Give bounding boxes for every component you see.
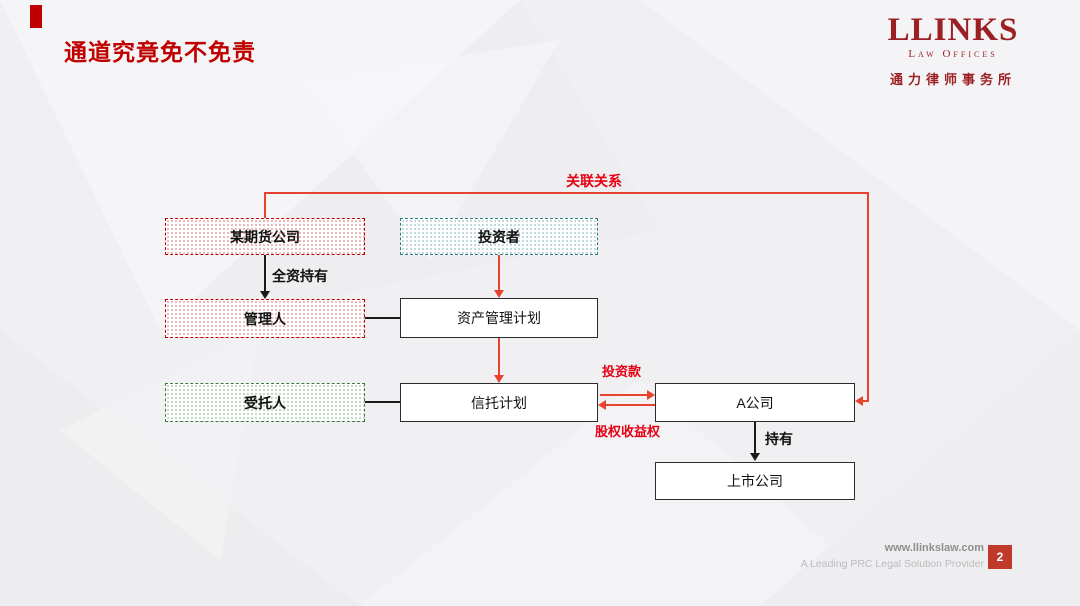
box-futures-company: 某期货公司 — [165, 218, 365, 255]
box-trust-plan-label: 信托计划 — [471, 394, 527, 411]
wholly-owned-line — [264, 255, 266, 292]
manager-plan-link-line — [365, 317, 400, 319]
box-trustee-label: 受托人 — [244, 394, 286, 411]
box-asset-management-plan-label: 资产管理计划 — [457, 310, 541, 326]
investment-funds-arrowhead — [647, 390, 655, 400]
holds-line — [754, 422, 756, 454]
label-holds: 持有 — [765, 431, 793, 447]
title-accent-bar — [30, 5, 42, 28]
affiliation-line-up — [264, 192, 266, 218]
label-wholly-owned: 全资持有 — [272, 268, 328, 284]
box-manager: 管理人 — [165, 299, 365, 338]
box-company-a-label: A公司 — [736, 394, 774, 411]
investment-funds-line — [600, 394, 647, 396]
label-investment-funds: 投资款 — [602, 364, 642, 379]
box-trust-plan: 信托计划 — [400, 383, 598, 422]
page-title: 通道究竟免不免责 — [64, 39, 256, 65]
plan-to-trust-line — [498, 338, 500, 376]
holds-arrowhead — [750, 453, 760, 461]
box-listed-company-label: 上市公司 — [727, 473, 783, 489]
logo-subtitle: Law Offices — [908, 48, 998, 60]
logo-wordmark: LLINKS — [887, 12, 1019, 48]
box-asset-management-plan: 资产管理计划 — [400, 298, 598, 338]
box-manager-label: 管理人 — [244, 310, 286, 327]
affiliation-line-into-box — [863, 400, 869, 402]
trustee-trust-link-line — [365, 401, 400, 403]
box-listed-company: 上市公司 — [655, 462, 855, 500]
box-investor-label: 投资者 — [478, 228, 520, 245]
label-equity-income-rights: 股权收益权 — [595, 424, 661, 439]
page-number-badge: 2 — [988, 545, 1012, 569]
wholly-owned-arrowhead — [260, 291, 270, 299]
box-company-a: A公司 — [655, 383, 855, 422]
plan-to-trust-arrowhead — [494, 375, 504, 383]
affiliation-line-top — [264, 192, 869, 194]
label-affiliation: 关联关系 — [566, 173, 622, 189]
footer-tagline: A Leading PRC Legal Solution Provider — [800, 558, 984, 570]
investor-to-plan-arrowhead — [494, 290, 504, 298]
affiliation-arrowhead — [855, 396, 863, 406]
equity-rights-line — [606, 404, 655, 406]
llinks-logo: LLINKS Law Offices 通力律师事务所 — [878, 14, 1028, 88]
logo-chinese-name: 通力律师事务所 — [889, 72, 1016, 87]
box-trustee: 受托人 — [165, 383, 365, 422]
box-investor: 投资者 — [400, 218, 598, 255]
footer-website: www.llinkslaw.com — [884, 542, 984, 554]
equity-rights-arrowhead — [598, 400, 606, 410]
investor-to-plan-line — [498, 255, 500, 291]
box-futures-company-label: 某期货公司 — [230, 228, 300, 245]
affiliation-line-right — [867, 192, 869, 402]
